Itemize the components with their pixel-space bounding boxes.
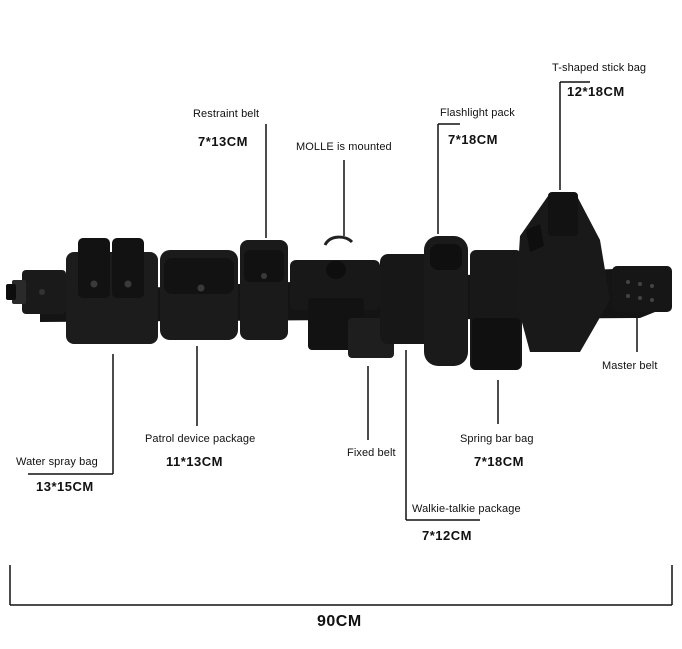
walkie-label: Walkie-talkie package <box>412 503 521 515</box>
patrol-device-pouch <box>160 250 238 340</box>
spring-size: 7*18CM <box>474 454 524 469</box>
walkie-size: 7*12CM <box>422 528 472 543</box>
spring-label: Spring bar bag <box>460 433 534 445</box>
spring-bar-pouch <box>470 250 522 370</box>
water-label: Water spray bag <box>16 456 98 468</box>
leader-lines <box>28 81 638 521</box>
flashlight-size: 7*18CM <box>448 132 498 147</box>
fixed-label: Fixed belt <box>347 447 396 459</box>
molle-loop <box>290 235 380 310</box>
master-label: Master belt <box>602 360 658 372</box>
water-spray-pouch <box>66 238 158 344</box>
molle-label: MOLLE is mounted <box>296 141 392 153</box>
patrol-size: 11*13CM <box>166 454 223 469</box>
flashlight-label: Flashlight pack <box>440 107 515 119</box>
flashlight-pouch <box>424 236 468 366</box>
restraint-label: Restraint belt <box>193 108 260 120</box>
walkie-talkie-pouch <box>380 254 436 344</box>
belt-buckle <box>6 270 66 314</box>
restraint-size: 7*13CM <box>198 134 248 149</box>
restraint-pouch <box>240 240 288 340</box>
tshaped-size: 12*18CM <box>567 84 625 99</box>
water-size: 13*15CM <box>36 479 94 494</box>
length-bracket <box>9 565 673 606</box>
belt-end <box>612 266 672 312</box>
tshaped-label: T-shaped stick bag <box>552 62 647 74</box>
total-length: 90CM <box>317 613 362 630</box>
patrol-label: Patrol device package <box>145 433 256 445</box>
t-shaped-stick-holster <box>516 192 610 352</box>
